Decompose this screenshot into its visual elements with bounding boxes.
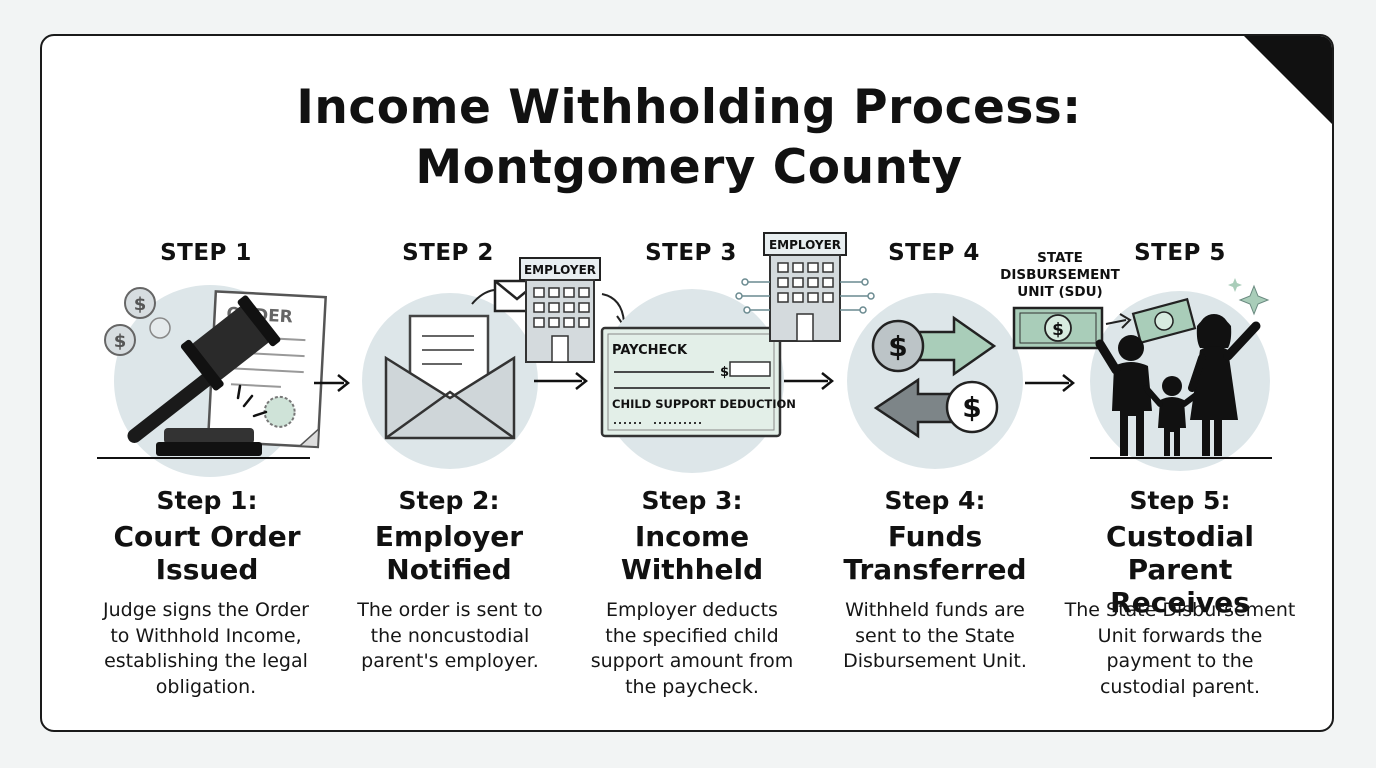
employer-label-step2: EMPLOYER <box>524 263 596 277</box>
employer-building-icon-step3: EMPLOYER <box>735 232 875 342</box>
step-5-number: Step 5: <box>1129 486 1231 515</box>
step-1-number: Step 1: <box>156 486 258 515</box>
process-illustrations: $ $ ORDER <box>97 232 1272 477</box>
step-3-description: Employer deducts the specified child sup… <box>590 599 794 698</box>
paycheck-label: PAYCHECK <box>612 343 688 358</box>
paycheck-icon: PAYCHECK $ CHILD SUPPORT DEDUCTION <box>600 289 796 473</box>
step-3-name: Income Withheld <box>620 520 764 586</box>
title-line-1: Income Withholding Process: <box>296 80 1082 135</box>
step-4-number: Step 4: <box>884 486 986 515</box>
flow-arrow-1 <box>314 374 351 392</box>
sdu-label-line2: DISBURSEMENT <box>1000 267 1120 283</box>
envelope-icon <box>362 293 538 469</box>
step-1-header: STEP 1 <box>160 240 252 266</box>
transfer-dollar-1: $ <box>888 330 907 363</box>
step-5-description: The State Disbursement Unit forwards the… <box>1064 599 1296 698</box>
step-5-name: Custodial Parent Receives <box>1106 520 1254 619</box>
transfer-arrows-icon: $ $ <box>847 293 1023 469</box>
step-5-header: STEP 5 <box>1134 240 1226 266</box>
paycheck-dollar: $ <box>720 365 729 380</box>
page-title: Income Withholding Process: Montgomery C… <box>42 78 1332 198</box>
corner-tab <box>1242 36 1332 126</box>
step-2-header: STEP 2 <box>402 240 494 266</box>
flow-arrow-3 <box>784 372 835 390</box>
sdu-bill-dollar: $ <box>1052 320 1064 340</box>
sdu-label-line1: STATE <box>1037 250 1083 266</box>
step-1-name: Court Order Issued <box>113 520 301 586</box>
step-4-name: Funds Transferred <box>843 520 1027 586</box>
infographic-card: Income Withholding Process: Montgomery C… <box>40 34 1334 732</box>
svg-text:$: $ <box>134 294 147 315</box>
employer-building-icon: EMPLOYER <box>471 257 631 363</box>
step-3-header: STEP 3 <box>645 240 737 266</box>
step-4-header: STEP 4 <box>888 240 980 266</box>
transfer-dollar-2: $ <box>962 391 981 424</box>
step-1-description: Judge signs the Order to Withhold Income… <box>103 599 309 698</box>
family-icon: $ <box>1012 278 1272 471</box>
svg-text:$: $ <box>114 331 127 352</box>
flow-arrow-2 <box>534 372 589 390</box>
step-3-number: Step 3: <box>641 486 743 515</box>
step-2-name: Employer Notified <box>374 520 524 586</box>
flow-arrow-4 <box>1025 374 1076 392</box>
gavel-order-icon: $ $ ORDER <box>97 285 328 477</box>
step-2-number: Step 2: <box>398 486 500 515</box>
employer-label-step3: EMPLOYER <box>769 238 841 252</box>
deduction-label: CHILD SUPPORT DEDUCTION <box>612 397 796 411</box>
step-4-description: Withheld funds are sent to the State Dis… <box>843 599 1027 672</box>
title-line-2: Montgomery County <box>415 140 963 195</box>
sdu-label-line3: UNIT (SDU) <box>1017 284 1102 300</box>
sdu-label: STATE DISBURSEMENT UNIT (SDU) <box>1000 250 1120 300</box>
step-2-description: The order is sent to the noncustodial pa… <box>357 599 543 672</box>
